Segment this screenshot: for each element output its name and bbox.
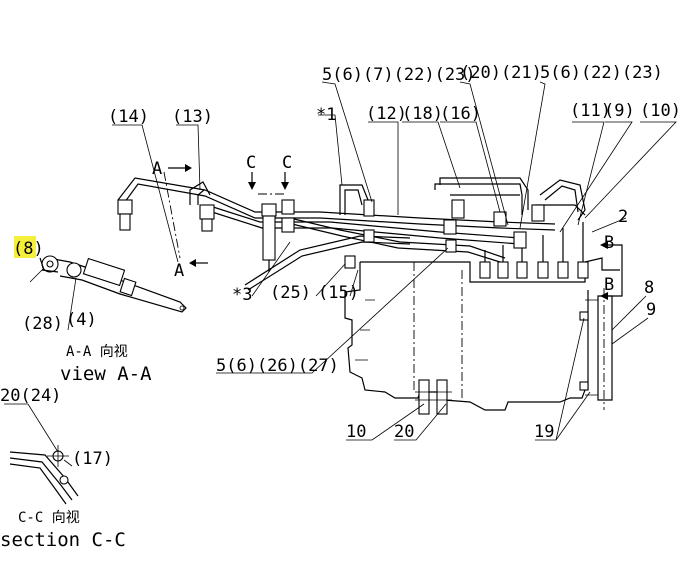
callout-20-21: (20)(21) xyxy=(460,63,542,83)
view-mark-b-upper: B xyxy=(604,233,614,253)
view-mark-c-right: C xyxy=(282,153,292,173)
callout-11: (11) xyxy=(570,101,611,121)
injector-row xyxy=(479,222,589,279)
callout-12: (12) xyxy=(366,104,407,124)
engine-block-outline xyxy=(344,257,620,411)
section-cc-detail xyxy=(9,445,79,505)
view-mark-c-left: C xyxy=(246,153,256,173)
callout-4: (4) xyxy=(66,310,97,330)
view-mark-b-lower: B xyxy=(604,275,614,295)
callout-5-6-22-23: 5(6)(22)(23) xyxy=(540,63,663,83)
callout-2: 2 xyxy=(618,207,628,227)
callout-20-24: 20(24) xyxy=(0,386,61,406)
callout-25: (25) xyxy=(270,283,311,303)
section-cc-caption-cn: C-C 向视 xyxy=(18,510,80,526)
section-cc-caption-en: section C-C xyxy=(0,529,126,551)
callout-9-lower: 9 xyxy=(646,300,656,320)
callout-19: 19 xyxy=(534,422,554,442)
view-aa-caption-cn: A-A 向视 xyxy=(66,344,128,360)
view-aa-caption-en: view A-A xyxy=(60,363,152,385)
callout-8-highlighted: (8) xyxy=(13,239,44,259)
callout-16: (16) xyxy=(440,104,481,124)
callout-star-3: *3 xyxy=(232,285,252,305)
view-aa-detail xyxy=(39,255,187,313)
callout-highlight xyxy=(14,236,36,258)
callout-13: (13) xyxy=(172,107,213,127)
callout-5-6-26-27: 5(6)(26)(27) xyxy=(216,356,339,376)
callout-labels: 5(6)(7)(22)(23) (20)(21) 5(6)(22)(23) (1… xyxy=(0,63,679,469)
callout-28: (28) xyxy=(22,314,63,334)
callout-10-upper: (10) xyxy=(640,101,679,121)
callout-18: (18) xyxy=(402,104,443,124)
section-marks xyxy=(163,164,623,300)
callout-8-lower: 8 xyxy=(644,278,654,298)
callout-10-lower: 10 xyxy=(346,422,366,442)
callout-5-6-7-22-23: 5(6)(7)(22)(23) xyxy=(322,65,476,85)
callout-15: (15) xyxy=(318,283,359,303)
callout-star-1: *1 xyxy=(316,105,336,125)
callout-14: (14) xyxy=(108,107,149,127)
callout-20-lower: 20 xyxy=(394,422,414,442)
view-captions: A-A 向视 view A-A C-C 向视 section C-C xyxy=(0,344,152,551)
view-mark-letters: A A C C B B xyxy=(152,153,614,295)
callout-9-upper: (9) xyxy=(604,101,635,121)
leader-lines xyxy=(4,81,677,467)
lower-bracket xyxy=(415,379,452,415)
callout-17: (17) xyxy=(72,449,113,469)
view-mark-a-upper: A xyxy=(152,159,162,179)
view-mark-a-lower: A xyxy=(174,261,184,281)
